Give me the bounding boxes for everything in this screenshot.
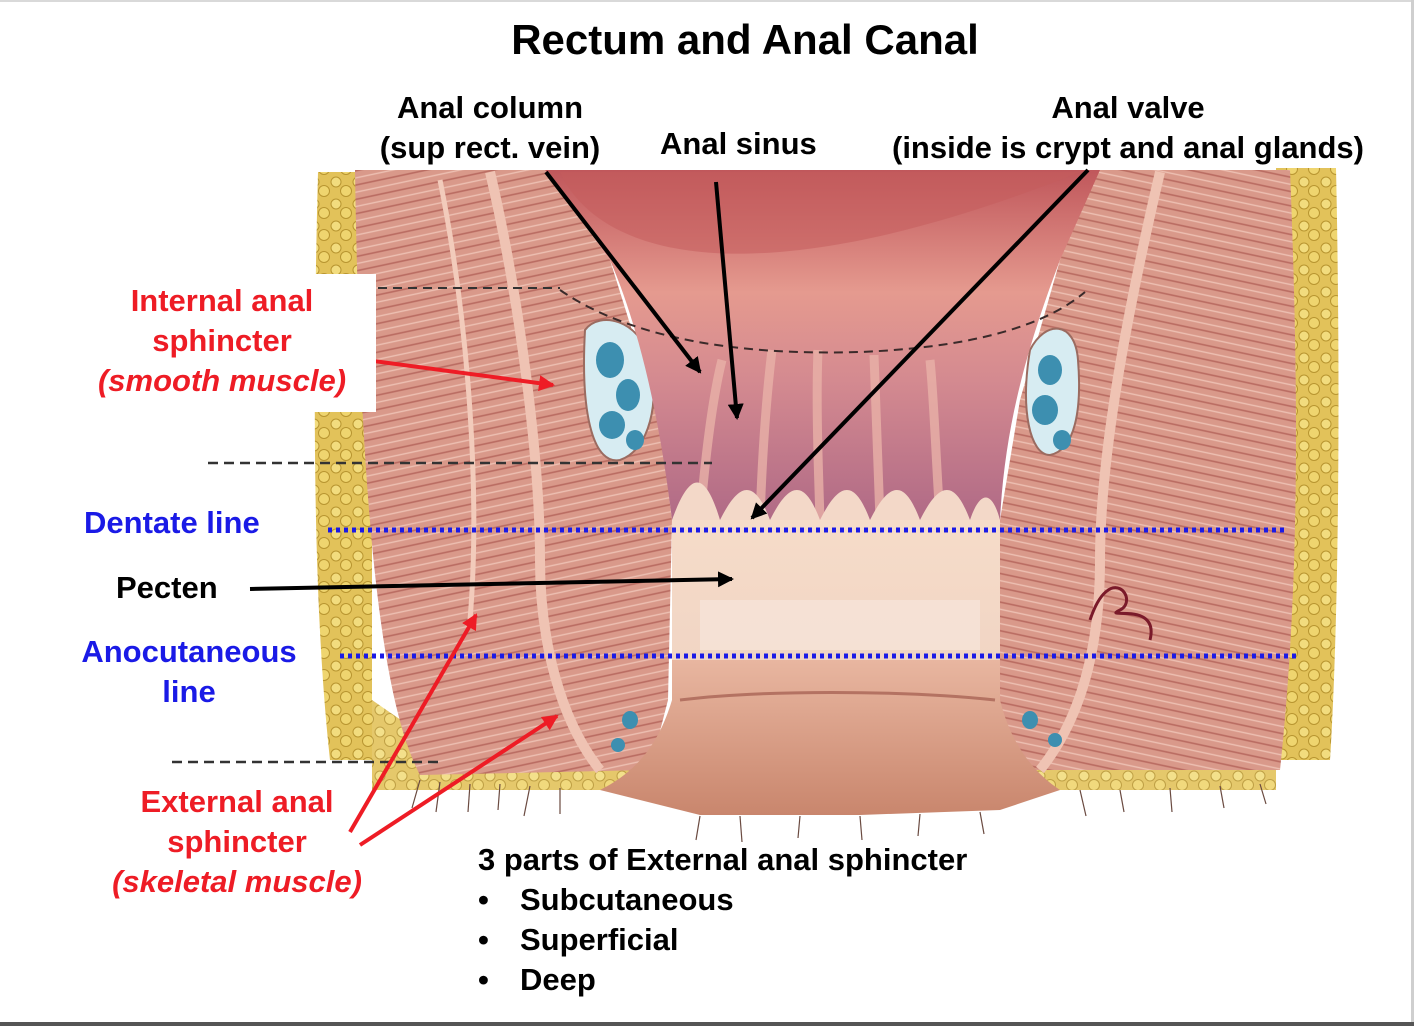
anal-column-label-line1: Anal column: [396, 90, 583, 125]
rectal-lumen: [545, 170, 1100, 521]
external-sphincter-label-line1: External anal: [140, 784, 334, 819]
anal-sinus-label: Anal sinus: [660, 126, 817, 161]
list-item: • Deep: [478, 960, 967, 1000]
anal-valve-label-line2: (inside is crypt and anal glands): [892, 130, 1364, 165]
internal-sphincter-label-line2: sphincter: [152, 323, 292, 358]
right-border: [1411, 0, 1414, 1026]
page-title: Rectum and Anal Canal: [511, 16, 979, 63]
pecten-arrow: [249, 571, 734, 591]
anal-verge: [600, 660, 1060, 815]
external-sphincter-label: External anal sphincter (skeletal muscle…: [92, 782, 382, 902]
anocutaneous-label-line1: Anocutaneous: [81, 634, 297, 669]
top-border: [0, 0, 1414, 2]
external-sphincter-parts: 3 parts of External anal sphincter • Subc…: [478, 840, 967, 1000]
bottom-border: [0, 1022, 1414, 1026]
bullet: •: [478, 962, 489, 997]
parts-heading: 3 parts of External anal sphincter: [478, 842, 968, 877]
dentate-line-label: Dentate line: [84, 505, 260, 540]
bullet: •: [478, 882, 489, 917]
rectal-veins: [583, 319, 1081, 752]
internal-sphincter-label-box: [80, 274, 376, 412]
anal-sinus-arrow: [714, 181, 744, 420]
hairs: [411, 779, 1267, 843]
internal-sphincter-label-line1: Internal anal: [130, 283, 314, 318]
anal-column-label-line2: (sup rect. vein): [379, 130, 601, 165]
anal-valve-arrow: [750, 168, 1090, 520]
external-sphincter-arrow-upper: [348, 613, 478, 834]
part-subcutaneous: Subcutaneous: [520, 882, 734, 917]
external-sphincter-label-line3: (skeletal muscle): [112, 864, 362, 899]
part-deep: Deep: [520, 962, 596, 997]
left-muscle-wall: [355, 170, 672, 775]
internal-sphincter-label: Internal anal sphincter (smooth muscle): [72, 281, 372, 401]
anal-valve-label: Anal valve (inside is crypt and anal gla…: [862, 88, 1394, 168]
external-sphincter-arrow-lower: [358, 714, 559, 847]
anocutaneous-line-label: Anocutaneous line: [60, 632, 318, 712]
anal-valve-label-line1: Anal valve: [1051, 90, 1205, 125]
pecten-label: Pecten: [116, 570, 218, 605]
list-item: • Superficial: [478, 920, 967, 960]
internal-sphincter-label-line3: (smooth muscle): [97, 363, 347, 398]
anal-column-label: Anal column (sup rect. vein): [360, 88, 620, 168]
bullet: •: [478, 922, 489, 957]
anocutaneous-label-line2: line: [162, 674, 216, 709]
pecten-highlight: [700, 600, 980, 650]
external-sphincter-label-line2: sphincter: [167, 824, 307, 859]
list-item: • Subcutaneous: [478, 880, 967, 920]
anal-column-arrow: [544, 170, 702, 374]
part-superficial: Superficial: [520, 922, 679, 957]
right-muscle-wall: [996, 170, 1296, 774]
